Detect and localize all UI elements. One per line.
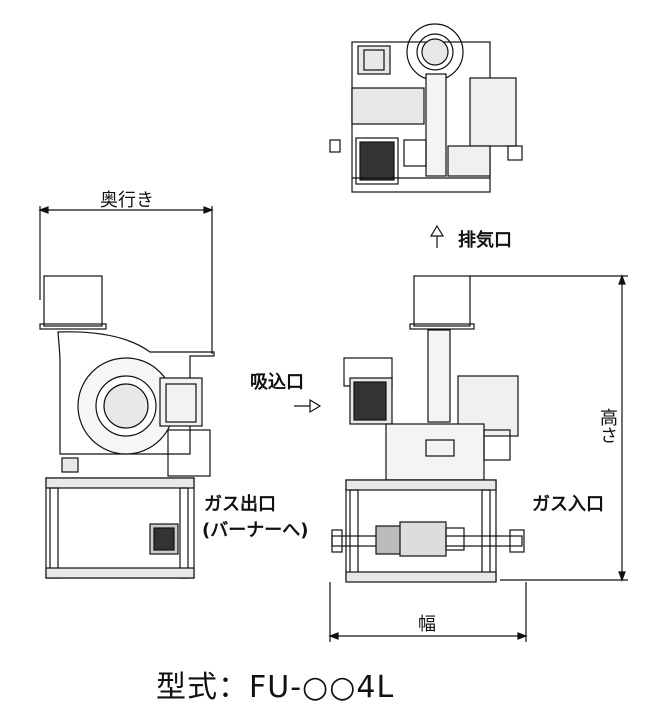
- gas-inlet-label: ガス入口: [532, 494, 604, 515]
- depth-dimension: [38, 206, 214, 354]
- model-label: 型式：FU-○○4L: [156, 670, 395, 705]
- top-view: [329, 23, 523, 193]
- depth-label: 奥行き: [100, 190, 154, 211]
- exhaust-arrow: [429, 224, 445, 248]
- height-label: 高さ: [597, 408, 618, 444]
- width-label: 幅: [418, 614, 436, 635]
- front-view: [331, 275, 525, 583]
- exhaust-label: 排気口: [458, 230, 512, 251]
- intake-label: 吸込口: [250, 372, 304, 393]
- intake-arrow: [294, 398, 322, 414]
- gas-outlet-sub-label: (バーナーへ): [202, 520, 309, 541]
- side-view: [39, 275, 215, 579]
- gas-outlet-label: ガス出口: [204, 494, 276, 515]
- height-dimension: [470, 274, 628, 582]
- width-dimension: [328, 582, 528, 642]
